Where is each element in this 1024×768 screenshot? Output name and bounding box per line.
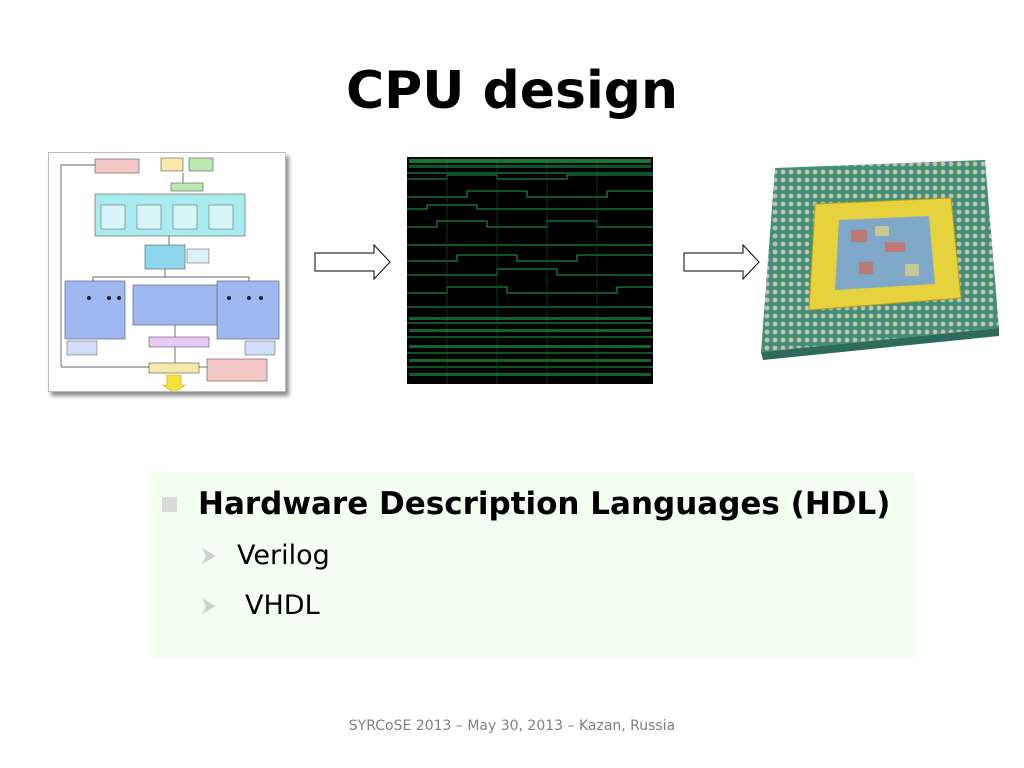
cpu-chip-image [761, 160, 999, 360]
waveform-simulation [407, 157, 653, 384]
square-bullet-icon [162, 496, 177, 512]
waveform-image [407, 157, 653, 384]
bullet-text: Hardware Description Languages (HDL) [198, 486, 891, 522]
diagram-sheet [48, 152, 286, 394]
subbullet-text: Verilog [237, 540, 330, 571]
right-arrow-icon [683, 244, 760, 280]
bullet-hdl: Hardware Description Languages (HDL) [162, 483, 890, 525]
architecture-block-diagram [48, 152, 288, 396]
slide-title: CPU design [345, 61, 679, 121]
right-arrow-icon [314, 244, 391, 280]
content-box [150, 472, 915, 658]
subbullet-vhdl: VHDL [199, 588, 320, 624]
slide-footer: SYRCoSE 2013 – May 30, 2013 – Kazan, Rus… [348, 718, 676, 734]
subbullet-verilog: Verilog [199, 538, 330, 574]
processor-chip [755, 152, 1003, 362]
subbullet-text: VHDL [245, 590, 320, 621]
arrowhead-bullet-icon [202, 598, 216, 614]
block-diagram-image [60, 157, 280, 394]
arrowhead-bullet-icon [202, 548, 216, 564]
